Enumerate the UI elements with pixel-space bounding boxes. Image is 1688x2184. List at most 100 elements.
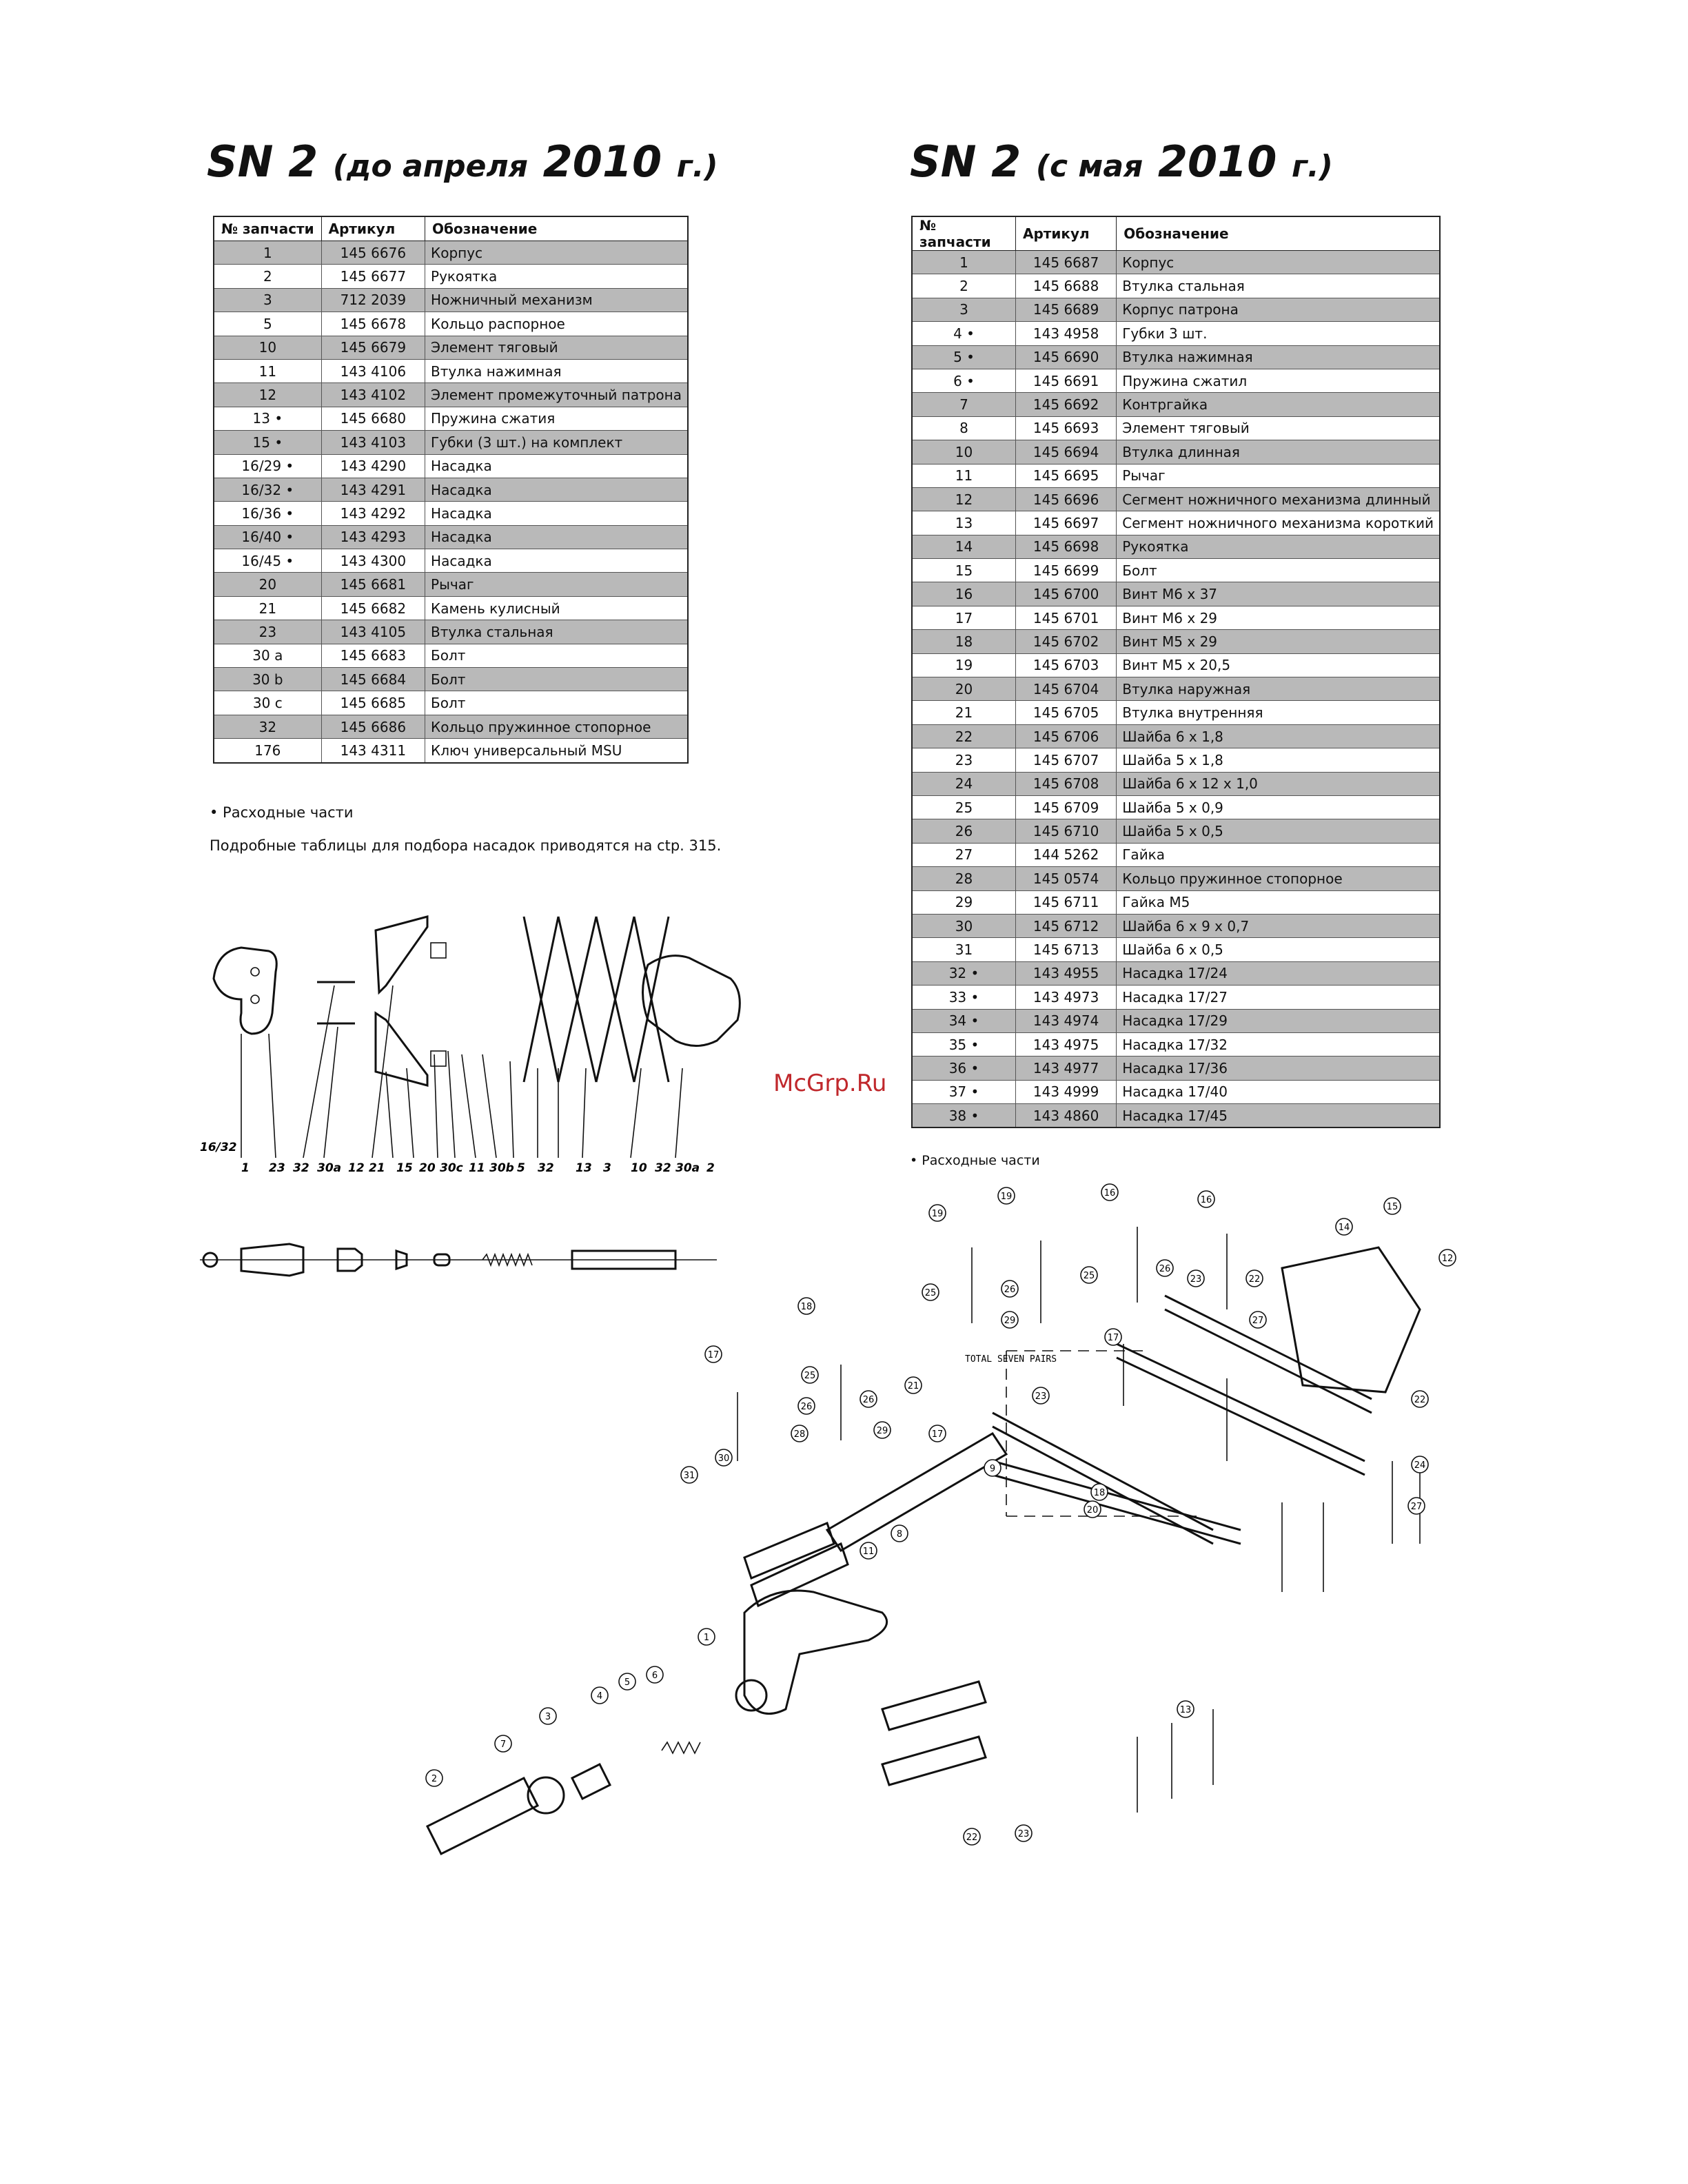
cell-designation: Насадка — [425, 477, 689, 502]
part-spring — [482, 1252, 533, 1267]
cell-part-no: 1 — [213, 240, 322, 265]
cell-designation: Корпус — [1116, 249, 1441, 275]
cell-part-no: 16/45 • — [213, 549, 322, 573]
cell-article: 143 4106 — [321, 358, 426, 384]
cell-article: 145 6702 — [1015, 629, 1117, 654]
callout: 12 — [1442, 1254, 1454, 1264]
cell-part-no: 10 — [213, 335, 322, 360]
part-traction-element — [571, 1249, 677, 1270]
cell-article: 143 4974 — [1015, 1008, 1117, 1033]
callout: 24 — [1414, 1460, 1426, 1471]
callout: 23 — [1035, 1391, 1047, 1402]
label: 32 — [538, 1161, 554, 1175]
cell-part-no: 28 — [911, 866, 1017, 891]
column-header-part-no: № запчасти — [911, 216, 1017, 251]
part-link-plate — [881, 1735, 987, 1786]
note-consumables-left: • Расходные части — [210, 804, 354, 821]
cell-article: 145 6698 — [1015, 534, 1117, 560]
cell-part-no: 18 — [911, 629, 1017, 654]
cell-part-no: 35 • — [911, 1032, 1017, 1057]
cell-part-no: 34 • — [911, 1008, 1017, 1033]
callout: 26 — [801, 1402, 813, 1412]
cell-article: 145 6676 — [321, 240, 426, 265]
callout: 22 — [966, 1833, 978, 1843]
cell-part-no: 38 • — [911, 1103, 1017, 1128]
cell-designation: Ножничный механизм — [425, 287, 689, 313]
cell-article: 145 6692 — [1015, 392, 1117, 417]
cell-part-no: 176 — [213, 738, 322, 764]
callout: 27 — [1411, 1502, 1423, 1512]
cell-article: 145 0574 — [1015, 866, 1117, 891]
cell-article: 143 4977 — [1015, 1056, 1117, 1081]
cell-designation: Втулка длинная — [1116, 440, 1441, 465]
cell-article: 145 6691 — [1015, 368, 1117, 394]
cell-designation: Гайка — [1116, 842, 1441, 868]
callout: 2 — [431, 1774, 437, 1784]
cell-designation: Насадка 17/45 — [1116, 1103, 1441, 1128]
cell-designation: Болт — [425, 667, 689, 692]
title-left-year: 2010 — [542, 136, 662, 187]
cell-designation: Элемент тяговый — [1116, 416, 1441, 441]
cell-part-no: 37 • — [911, 1079, 1017, 1105]
callout: 16 — [1201, 1195, 1212, 1205]
cell-part-no: 16/36 • — [213, 501, 322, 526]
exploded-diagram-left: 16/32 1 23 32 30a 12 21 15 20 30c 11 30b… — [200, 915, 741, 1277]
callout: 25 — [1084, 1271, 1095, 1281]
part-nozzle — [202, 1252, 218, 1268]
cell-article: 145 6699 — [1015, 558, 1117, 583]
callout: 22 — [1414, 1395, 1426, 1405]
cell-part-no: 10 — [911, 440, 1017, 465]
title-right-year: 2010 — [1157, 136, 1277, 187]
cell-designation: Болт — [425, 691, 689, 715]
cell-part-no: 15 — [911, 558, 1017, 583]
cell-designation: Винт M6 x 29 — [1116, 605, 1441, 631]
cell-part-no: 31 — [911, 937, 1017, 962]
bolt-stacks — [737, 1227, 1421, 1813]
cell-designation: Пружина сжатия — [425, 406, 689, 431]
part-jaws — [395, 1249, 408, 1271]
cell-designation: Насадка 17/24 — [1116, 961, 1441, 986]
label: 13 — [576, 1161, 592, 1175]
part-traction-tube — [825, 1431, 1008, 1553]
callout: 25 — [925, 1288, 937, 1298]
part-block — [430, 1050, 447, 1067]
cell-part-no: 3 — [911, 297, 1017, 323]
callout: 18 — [1094, 1488, 1106, 1498]
cell-article: 143 4999 — [1015, 1079, 1117, 1105]
cell-article: 143 4955 — [1015, 961, 1117, 986]
cell-article: 145 6695 — [1015, 463, 1117, 488]
note-tables-reference: Подробные таблицы для подбора насадок пр… — [210, 837, 722, 854]
cell-article: 143 4300 — [321, 549, 426, 573]
cell-article: 145 6686 — [321, 714, 426, 739]
cell-part-no: 25 — [911, 795, 1017, 820]
column-header-designation: Обозначение — [1116, 216, 1441, 251]
callout: 5 — [624, 1677, 630, 1688]
cell-article: 143 4973 — [1015, 985, 1117, 1010]
cell-designation: Шайба 6 x 12 x 1,0 — [1116, 771, 1441, 796]
cell-part-no: 2 — [911, 274, 1017, 298]
label: 1 — [241, 1161, 250, 1175]
hole — [250, 967, 260, 977]
cell-designation: Шайба 5 x 0,9 — [1116, 795, 1441, 820]
cell-part-no: 26 — [911, 819, 1017, 844]
callouts: 19 19 16 16 25 26 29 25 26 15 22 23 27 1… — [425, 1183, 1456, 1846]
